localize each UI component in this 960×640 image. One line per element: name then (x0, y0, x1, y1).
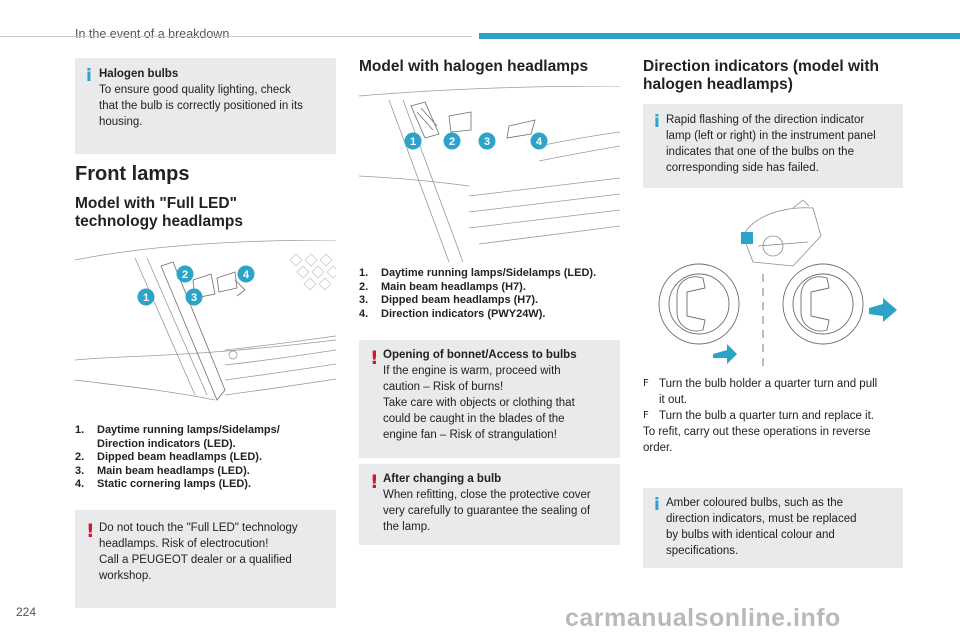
note-line: To ensure good quality lighting, check (99, 84, 291, 96)
bulb-holder-illustration (643, 196, 903, 372)
callout-label: 4 (243, 269, 250, 281)
warning-line: the lamp. (383, 521, 431, 533)
header-rule (0, 36, 472, 37)
heading-line: Direction indicators (model with (643, 58, 879, 75)
list-item: F Turn the bulb a quarter turn and repla… (643, 410, 875, 422)
callout-label: 2 (182, 269, 188, 281)
callout-1 (137, 288, 155, 306)
halogen-headlamp-illustration: 1 2 3 4 (359, 86, 620, 262)
callout-3 (185, 288, 203, 306)
page-number: 224 (16, 605, 37, 619)
note-line: direction indicators, must be replaced (666, 513, 857, 525)
bonnet-warning: ! Opening of bonnet/Access to bulbs If t… (359, 340, 620, 458)
info-icon: i (654, 112, 660, 132)
list-item: 2.Dipped beam headlamps (LED). (75, 451, 263, 464)
warning-title: Opening of bonnet/Access to bulbs (383, 349, 577, 361)
warning-line: engine fan – Risk of strangulation! (383, 429, 557, 441)
note-title: Halogen bulbs (99, 68, 179, 80)
list-item: 3.Dipped beam headlamps (H7). (359, 294, 539, 307)
warning-line: workshop. (99, 570, 152, 582)
rotate-arrow (713, 344, 737, 364)
heading-direction-indicators: Direction indicators (model with halogen… (643, 58, 879, 94)
callout-label: 3 (191, 292, 197, 304)
section-heading-front-lamps: Front lamps (75, 163, 190, 185)
page-header-title: In the event of a breakdown (75, 27, 230, 41)
halogen-legend: 1.Daytime running lamps/Sidelamps (LED).… (359, 267, 620, 321)
info-line: corresponding side has failed. (666, 162, 819, 174)
note-line: housing. (99, 116, 143, 128)
heading-line: technology headlamps (75, 213, 243, 230)
list-item: 1.Daytime running lamps/Sidelamps/Direct… (75, 424, 280, 450)
note-line: specifications. (666, 545, 739, 557)
halogen-bulbs-note: i Halogen bulbs To ensure good quality l… (75, 58, 336, 154)
bulb-holder-drawing (658, 199, 897, 372)
pull-arrow (869, 298, 897, 322)
callout-2 (443, 132, 461, 150)
list-item: 3.Main beam headlamps (LED). (75, 464, 250, 477)
warning-line: headlamps. Risk of electrocution! (99, 538, 269, 550)
refit-line: To refit, carry out these operations in … (643, 426, 871, 438)
watermark: carmanualsonline.info (565, 604, 841, 632)
note-line: by bulbs with identical colour and (666, 529, 835, 541)
list-item: F Turn the bulb holder a quarter turn an… (643, 378, 878, 406)
heading-line: Model with "Full LED" (75, 195, 237, 212)
list-item: 1.Daytime running lamps/Sidelamps (LED). (359, 267, 597, 279)
warning-line: When refitting, close the protective cov… (383, 489, 591, 501)
callout-label: 1 (410, 136, 416, 148)
callout-label: 4 (536, 136, 543, 148)
callout-4 (237, 265, 255, 283)
note-line: that the bulb is correctly positioned in… (99, 100, 303, 112)
heading-full-led: Model with "Full LED" technology headlam… (75, 195, 243, 231)
info-line: lamp (left or right) in the instrument p… (666, 130, 876, 142)
warning-line: Do not touch the "Full LED" technology (99, 522, 298, 534)
location-marker (741, 232, 753, 244)
full-led-legend: 1.Daytime running lamps/Sidelamps/Direct… (75, 424, 336, 492)
warning-icon: ! (86, 520, 95, 542)
halogen-headlamp-drawing: 1 2 3 4 (359, 86, 620, 262)
callout-3 (478, 132, 496, 150)
bulb-steps: F Turn the bulb holder a quarter turn an… (643, 376, 903, 456)
info-line: indicates that one of the bulbs on the (666, 146, 854, 158)
warning-line: very carefully to guarantee the sealing … (383, 505, 591, 517)
amber-bulbs-note: i Amber coloured bulbs, such as the dire… (643, 488, 903, 568)
warning-icon: ! (370, 347, 379, 369)
warning-line: Take care with objects or clothing that (383, 397, 575, 409)
info-icon: i (654, 495, 660, 515)
callout-2 (176, 265, 194, 283)
info-line: Rapid flashing of the direction indicato… (666, 114, 865, 126)
rapid-flashing-info: i Rapid flashing of the direction indica… (643, 104, 903, 188)
refit-line: order. (643, 442, 673, 454)
step-marker-icon: F (643, 410, 649, 421)
callout-label: 2 (449, 136, 455, 148)
full-led-warning: ! Do not touch the "Full LED" technology… (75, 510, 336, 608)
list-item: 4.Static cornering lamps (LED). (75, 478, 252, 491)
list-item: 4.Direction indicators (PWY24W). (359, 307, 546, 320)
warning-line: Call a PEUGEOT dealer or a qualified (99, 554, 292, 566)
warning-line: caution – Risk of burns! (383, 381, 504, 393)
full-led-headlamp-drawing: 1 2 3 4 (75, 240, 336, 401)
callout-label: 1 (143, 292, 149, 304)
full-led-headlamp-illustration: 1 2 3 4 (75, 240, 336, 406)
callout-1 (404, 132, 422, 150)
callout-label: 3 (484, 136, 490, 148)
heading-line: halogen headlamps) (643, 76, 793, 93)
warning-icon: ! (370, 471, 379, 493)
warning-title: After changing a bulb (383, 473, 502, 485)
step-marker-icon: F (643, 378, 649, 389)
header-accent-bar (479, 33, 960, 39)
after-changing-warning: ! After changing a bulb When refitting, … (359, 464, 620, 545)
warning-line: If the engine is warm, proceed with (383, 365, 561, 377)
heading-halogen-model: Model with halogen headlamps (359, 58, 589, 75)
note-line: Amber coloured bulbs, such as the (666, 497, 844, 509)
warning-line: could be caught in the blades of the (383, 413, 565, 425)
info-icon: i (86, 66, 92, 86)
callout-4 (530, 132, 548, 150)
list-item: 2.Main beam headlamps (H7). (359, 280, 526, 293)
